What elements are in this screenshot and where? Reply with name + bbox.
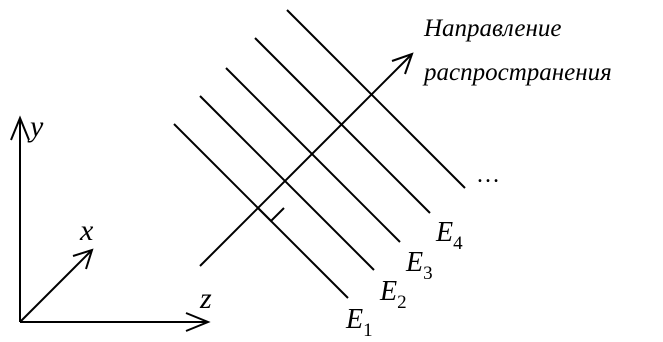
wavefront-label-e4: E4 <box>435 217 463 254</box>
z-axis-label: z <box>199 282 212 315</box>
wavefront-e2-letter: E <box>379 276 397 307</box>
right-angle-marker <box>257 207 285 223</box>
z-axis-arrowhead <box>185 312 211 332</box>
wavefront-line-5 <box>286 9 466 189</box>
wavefront-e3-letter: E <box>405 247 423 278</box>
wavefront-e2-index: 2 <box>397 292 407 313</box>
y-axis-arrowhead <box>10 115 30 141</box>
x-axis <box>19 249 93 323</box>
wavefront-label-e1: E1 <box>345 304 373 341</box>
direction-label-line-2: распространения <box>422 59 612 86</box>
wavefront-line-2 <box>199 95 375 271</box>
x-axis-arrowhead <box>72 248 94 270</box>
propagation-direction-arrow <box>199 53 413 267</box>
wavefront-e3-index: 3 <box>423 263 433 284</box>
propagation-arrowhead <box>391 52 414 75</box>
wavefront-e4-letter: E <box>435 217 453 248</box>
ellipsis: … <box>476 162 500 188</box>
x-axis-label: x <box>79 214 94 247</box>
wavefront-label-e2: E2 <box>379 276 407 313</box>
wavefront-e1-letter: E <box>345 304 363 335</box>
wavefront-e1-index: 1 <box>363 320 373 341</box>
direction-label-line-1: Направление <box>423 15 562 42</box>
wavefront-line-3 <box>225 67 401 243</box>
wavefront-e4-index: 4 <box>453 233 463 254</box>
wavefront-line-4 <box>254 37 431 214</box>
y-axis-label: y <box>27 110 44 143</box>
wavefront-label-e3: E3 <box>405 247 433 284</box>
coordinate-axes <box>10 115 211 332</box>
